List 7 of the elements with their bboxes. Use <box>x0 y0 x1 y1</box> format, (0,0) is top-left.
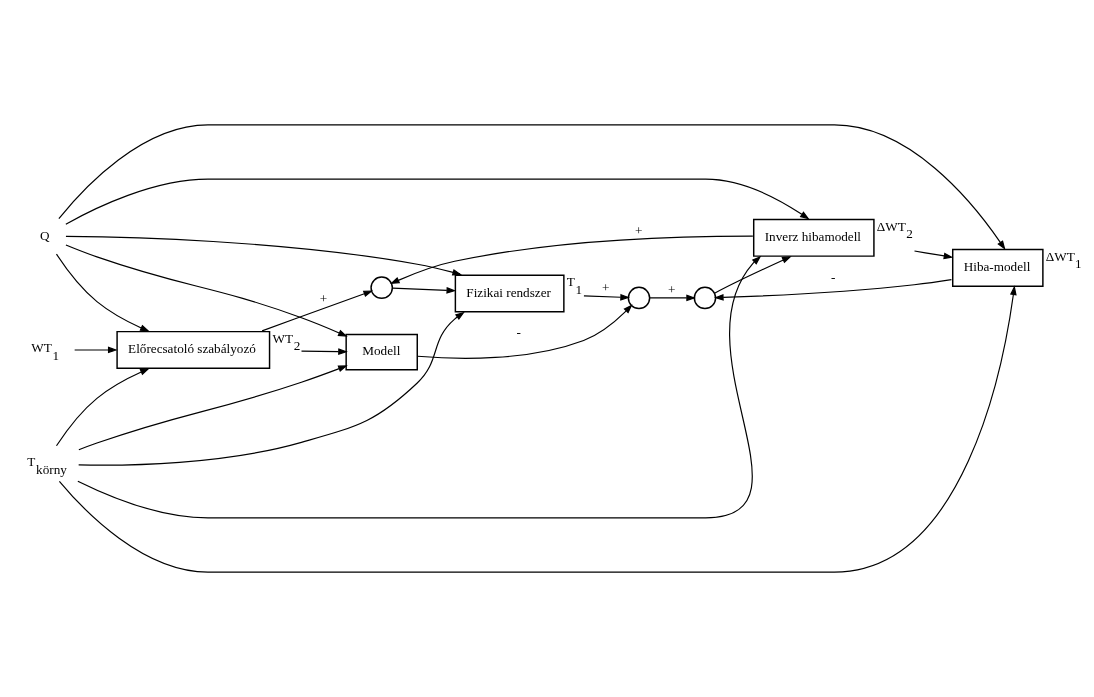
edge-label: + <box>319 291 328 307</box>
edge-label: + <box>667 281 676 297</box>
edge-label: - <box>516 324 521 340</box>
edge-label: + <box>634 223 643 239</box>
edge-label: - <box>831 268 836 284</box>
node-text: Q <box>40 227 50 243</box>
edge-label: + <box>601 280 610 296</box>
